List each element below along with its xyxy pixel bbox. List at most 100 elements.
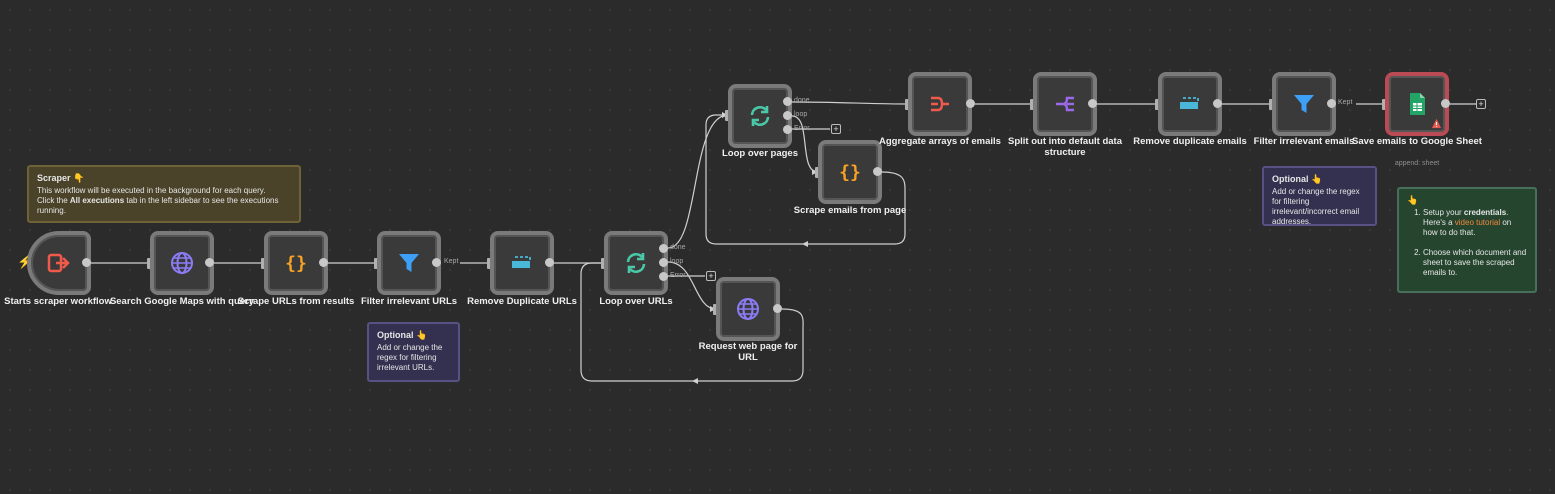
- node-save-google-sheet[interactable]: [1385, 72, 1449, 136]
- output-port-loop[interactable]: [659, 258, 668, 267]
- sticky-title: 👆: [1407, 195, 1419, 205]
- node-label: Loop over pages: [721, 148, 798, 159]
- port-label-done: done: [794, 97, 810, 104]
- node-label: Save emails to Google Sheet: [1352, 136, 1482, 147]
- node-aggregate-emails[interactable]: [908, 72, 972, 136]
- globe-icon: [171, 252, 193, 274]
- sticky-note-optional-emails[interactable]: Optional 👆 Add or change the regex for f…: [1262, 166, 1377, 226]
- output-port-done[interactable]: [659, 244, 668, 253]
- braces-icon: {}: [839, 162, 861, 183]
- port-label-done: done: [670, 244, 686, 251]
- input-port[interactable]: [1269, 99, 1274, 110]
- node-request-web-page[interactable]: [716, 277, 780, 341]
- node-label: Aggregate arrays of emails: [879, 136, 1001, 147]
- node-sublabel: append: sheet: [1394, 160, 1440, 167]
- node-starts-scraper-workflow[interactable]: [27, 231, 91, 295]
- output-port[interactable]: [319, 258, 328, 267]
- loop-icon: [750, 106, 770, 126]
- sticky-title: Optional 👆: [1272, 174, 1323, 184]
- warning-icon: [1431, 118, 1442, 129]
- output-port[interactable]: [1088, 99, 1097, 108]
- output-port-done[interactable]: [783, 97, 792, 106]
- setup-step-2: Choose which document and sheet to save …: [1423, 248, 1527, 278]
- add-node-button[interactable]: +: [1476, 99, 1486, 109]
- add-node-button[interactable]: +: [831, 124, 841, 134]
- port-label-error: Error: [670, 272, 686, 279]
- output-port[interactable]: [773, 304, 782, 313]
- input-port[interactable]: [815, 167, 820, 178]
- port-label-kept: Kept: [444, 258, 459, 265]
- node-label: Filter irrelevant URLs: [360, 296, 458, 307]
- input-port[interactable]: [905, 99, 910, 110]
- dedupe-icon: [1180, 97, 1199, 109]
- sticky-text-line1: This workflow will be executed in the ba…: [37, 186, 266, 195]
- input-port[interactable]: [713, 304, 718, 315]
- output-port[interactable]: [1213, 99, 1222, 108]
- node-remove-duplicate-emails[interactable]: [1158, 72, 1222, 136]
- node-label: Loop over URLs: [599, 296, 673, 307]
- wire-scrape-return: [705, 114, 906, 245]
- node-loop-over-urls[interactable]: [604, 231, 668, 295]
- filter-icon: [399, 254, 419, 272]
- input-port[interactable]: [725, 110, 730, 121]
- node-label: Search Google Maps with query: [109, 296, 255, 307]
- setup-steps: Setup your credentials. Here's a video t…: [1407, 208, 1527, 278]
- input-port[interactable]: [487, 258, 492, 269]
- loop-icon: [626, 253, 646, 273]
- output-port[interactable]: [205, 258, 214, 267]
- input-port[interactable]: [261, 258, 266, 269]
- globe-icon: [737, 298, 759, 320]
- node-label: Request web page for URL: [698, 341, 798, 363]
- sticky-title: Scraper 👇: [37, 173, 85, 183]
- sticky-note-scraper[interactable]: Scraper 👇 This workflow will be executed…: [27, 165, 301, 223]
- input-port[interactable]: [147, 258, 152, 269]
- input-port[interactable]: [601, 258, 606, 269]
- output-port-kept[interactable]: [1327, 99, 1336, 108]
- output-port-loop[interactable]: [783, 111, 792, 120]
- input-port[interactable]: [374, 258, 379, 269]
- sticky-text: Add or change the regex for filtering ir…: [1272, 187, 1360, 226]
- port-label-loop: loop: [794, 111, 808, 118]
- output-port[interactable]: [966, 99, 975, 108]
- node-label: Remove Duplicate URLs: [467, 296, 577, 307]
- arrow-loop-return: [692, 378, 698, 384]
- input-port[interactable]: [1030, 99, 1035, 110]
- node-label: Starts scraper workflow: [4, 296, 112, 307]
- output-port-error[interactable]: [783, 125, 792, 134]
- wire-loop-return-from-request: [580, 262, 804, 382]
- output-port[interactable]: [82, 258, 91, 267]
- svg-text:{}: {}: [285, 253, 307, 274]
- port-label-error: Error: [794, 125, 810, 132]
- sticky-note-optional-urls[interactable]: Optional 👆 Add or change the regex for f…: [367, 322, 460, 382]
- aggregate-icon: [931, 96, 949, 112]
- add-node-button[interactable]: +: [706, 271, 716, 281]
- split-icon: [1056, 96, 1074, 112]
- sticky-note-setup[interactable]: 👆 Setup your credentials. Here's a video…: [1397, 187, 1537, 293]
- output-port[interactable]: [1441, 99, 1450, 108]
- output-port-kept[interactable]: [432, 258, 441, 267]
- node-scrape-emails[interactable]: {}: [818, 140, 882, 204]
- arrow-scrape-return: [802, 241, 808, 247]
- output-port-error[interactable]: [659, 272, 668, 281]
- output-port[interactable]: [873, 167, 882, 176]
- node-label: Remove duplicate emails: [1133, 136, 1247, 147]
- setup-step-1: Setup your credentials. Here's a video t…: [1423, 208, 1527, 238]
- wire-loop-pages-done-to-aggregate: [791, 101, 909, 105]
- node-label: Scrape URLs from results: [237, 296, 355, 307]
- node-label: Filter irrelevant emails: [1253, 136, 1355, 147]
- input-port[interactable]: [1382, 99, 1387, 110]
- video-tutorial-link[interactable]: video tutorial: [1454, 218, 1501, 227]
- svg-text:{}: {}: [839, 162, 861, 183]
- google-sheets-icon: [1410, 93, 1425, 115]
- input-port[interactable]: [1155, 99, 1160, 110]
- node-scrape-urls[interactable]: {}: [264, 231, 328, 295]
- exit-arrow-icon: [47, 253, 70, 273]
- node-label: Split out into default data structure: [1008, 136, 1122, 158]
- wire-loop-urls-done-to-loop-pages: [667, 114, 729, 249]
- node-label: Scrape emails from page: [793, 205, 907, 216]
- port-label-loop: loop: [670, 258, 684, 265]
- sticky-text-line2: Click the All executions tab in the left…: [37, 196, 279, 215]
- filter-icon: [1294, 95, 1314, 113]
- output-port[interactable]: [545, 258, 554, 267]
